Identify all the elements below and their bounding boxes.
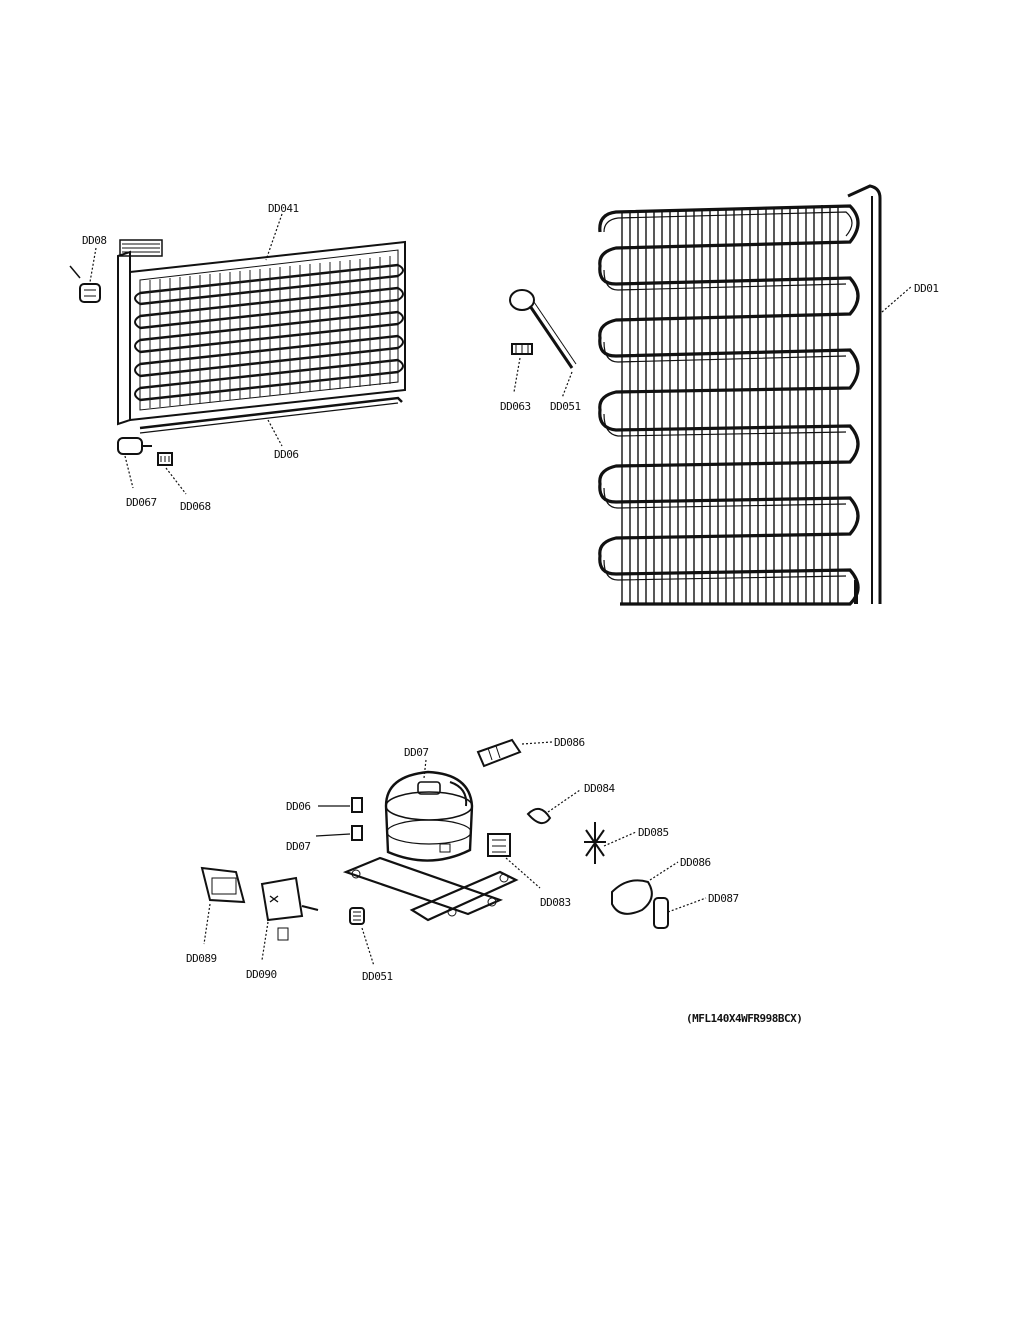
callout-cond-small-a: DD063	[500, 400, 531, 413]
condenser-clip	[511, 343, 533, 355]
compressor-assembly: DD07 DD06 DD07 DD086 DD084 DD085 DD083 D…	[186, 736, 739, 983]
callout-evap-bottom: DD06	[274, 448, 299, 461]
callout-evap-left: DD08	[82, 234, 107, 247]
evaporator-clip-left	[69, 265, 101, 303]
callout-comp-left-b: DD07	[286, 840, 311, 853]
callout-comp-right-6: DD087	[708, 892, 739, 905]
evaporator-assembly: DD041 DD08 DD06 DD067 DD068	[69, 202, 406, 513]
condenser-drier	[509, 289, 577, 369]
callout-comp-bottom-3: DD051	[362, 970, 393, 983]
evaporator-sensor	[117, 437, 152, 455]
callout-evap-top: DD041	[268, 202, 299, 215]
callout-comp-bottom-2: DD090	[246, 968, 277, 981]
callout-comp-left-a: DD06	[286, 800, 311, 813]
callout-evap-small-a: DD067	[126, 496, 157, 509]
callout-comp-right-4: DD083	[540, 896, 571, 909]
callout-comp-right-1: DD086	[554, 736, 585, 749]
evaporator-fuse	[157, 452, 173, 466]
callout-cond-small-b: DD051	[550, 400, 581, 413]
callout-comp-top: DD07	[404, 746, 429, 759]
compressor-part-clip	[476, 738, 522, 768]
condenser-assembly: DD01 DD063 DD051	[500, 184, 939, 606]
callout-comp-right-2: DD084	[584, 782, 615, 795]
callout-comp-right-5: DD086	[680, 856, 711, 869]
diagram-caption: (MFL140X4WFR998BCX)	[686, 1012, 802, 1025]
callout-comp-right-3: DD085	[638, 826, 669, 839]
callout-cond-right: DD01	[914, 282, 939, 295]
callout-evap-small-b: DD068	[180, 500, 211, 513]
callout-comp-bottom-1: DD089	[186, 952, 217, 965]
